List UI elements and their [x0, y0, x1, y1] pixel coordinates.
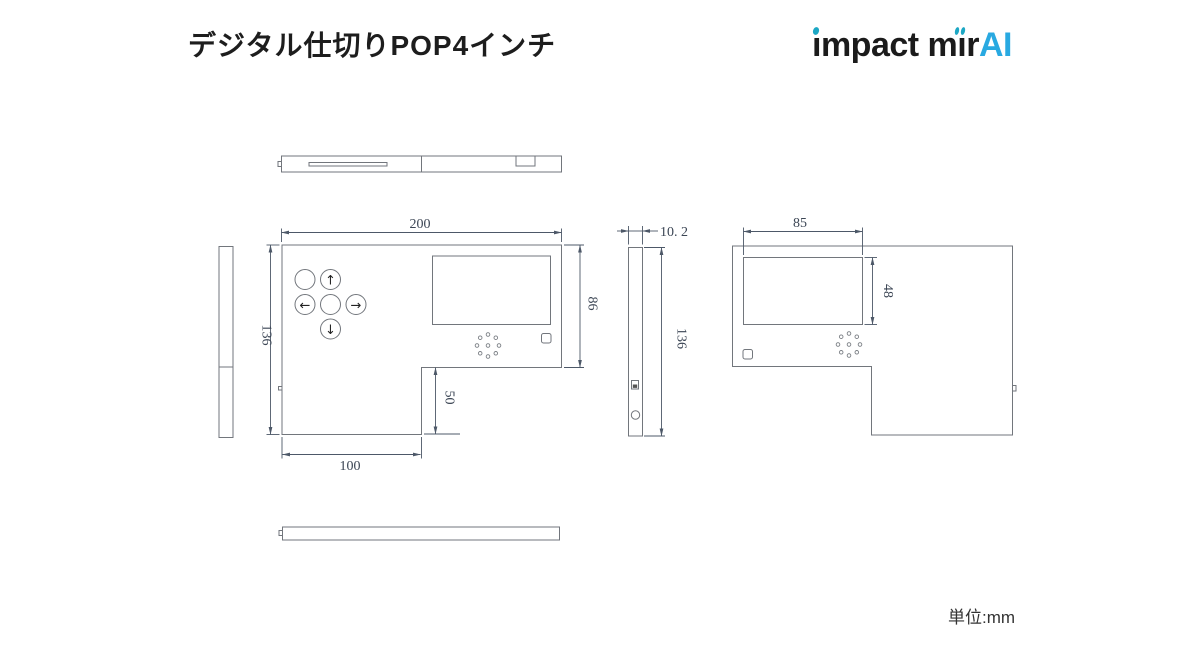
back-view-speaker-holes: [835, 331, 863, 358]
front-view-screen: [432, 255, 551, 325]
page-title: デジタル仕切りPOP4インチ: [188, 30, 557, 61]
back-view-screen: [743, 257, 863, 325]
side-view-dimensions: 10. 2 136: [617, 225, 689, 437]
brand-logo: ımpact mırAI: [812, 26, 1012, 65]
front-view-buttons: ↑ ← → ↓: [294, 269, 367, 340]
front-view: ↑ ← → ↓: [278, 244, 562, 435]
bottom-view: [278, 526, 560, 541]
side-view-port-inner: [632, 384, 638, 388]
button-blank-2: [320, 294, 341, 315]
logo-letter-i: ı: [812, 26, 821, 64]
bottom-view-left-tab: [278, 530, 283, 536]
side-view-hole: [630, 410, 641, 420]
dim-front-right-height: 86: [585, 297, 600, 311]
dim-front-height: 136: [259, 325, 274, 346]
dim-side-height: 136: [674, 328, 689, 349]
dim-back-screen-height: 48: [880, 284, 895, 298]
back-view-right-tab: [1012, 385, 1017, 392]
side-view-port: [631, 380, 639, 390]
right-arrow-icon: →: [351, 299, 362, 314]
button-down: [320, 318, 341, 340]
button-up: [320, 269, 341, 290]
button-blank-1: [294, 269, 316, 290]
top-view-notch: [515, 156, 536, 167]
logo-letter-i2: ı: [957, 26, 967, 64]
left-arrow-icon: ←: [300, 299, 311, 314]
front-view-sensor-square: [541, 333, 552, 344]
unit-label: 単位:mm: [948, 608, 1016, 627]
back-view: [732, 245, 1017, 436]
down-arrow-icon: ↓: [325, 323, 336, 338]
top-view-slot: [308, 162, 388, 167]
logo-ai-accent: AI: [978, 26, 1013, 64]
top-view-left-tab: [277, 161, 282, 167]
dim-back-screen-width: 85: [793, 216, 807, 231]
top-view: [277, 155, 562, 173]
button-left: [294, 294, 316, 315]
button-right: [345, 294, 367, 315]
logo-text-r: r: [966, 26, 979, 64]
back-view-sensor-square: [742, 349, 753, 360]
dim-front-bottom-width: 100: [340, 459, 361, 474]
dim-side-thickness: 10. 2: [660, 225, 688, 240]
logo-text: mpact m: [820, 26, 958, 64]
dim-front-width: 200: [410, 217, 431, 232]
dim-front-step-height: 50: [442, 391, 457, 405]
left-side-view: [218, 246, 234, 438]
front-view-dimensions: 200 136 86 50 100: [259, 217, 600, 474]
front-view-left-tab: [278, 386, 283, 391]
side-view: [628, 247, 643, 437]
front-view-speaker-holes: [474, 332, 502, 359]
back-view-dimensions: 85 48: [743, 216, 895, 325]
up-arrow-icon: ↑: [325, 274, 336, 289]
